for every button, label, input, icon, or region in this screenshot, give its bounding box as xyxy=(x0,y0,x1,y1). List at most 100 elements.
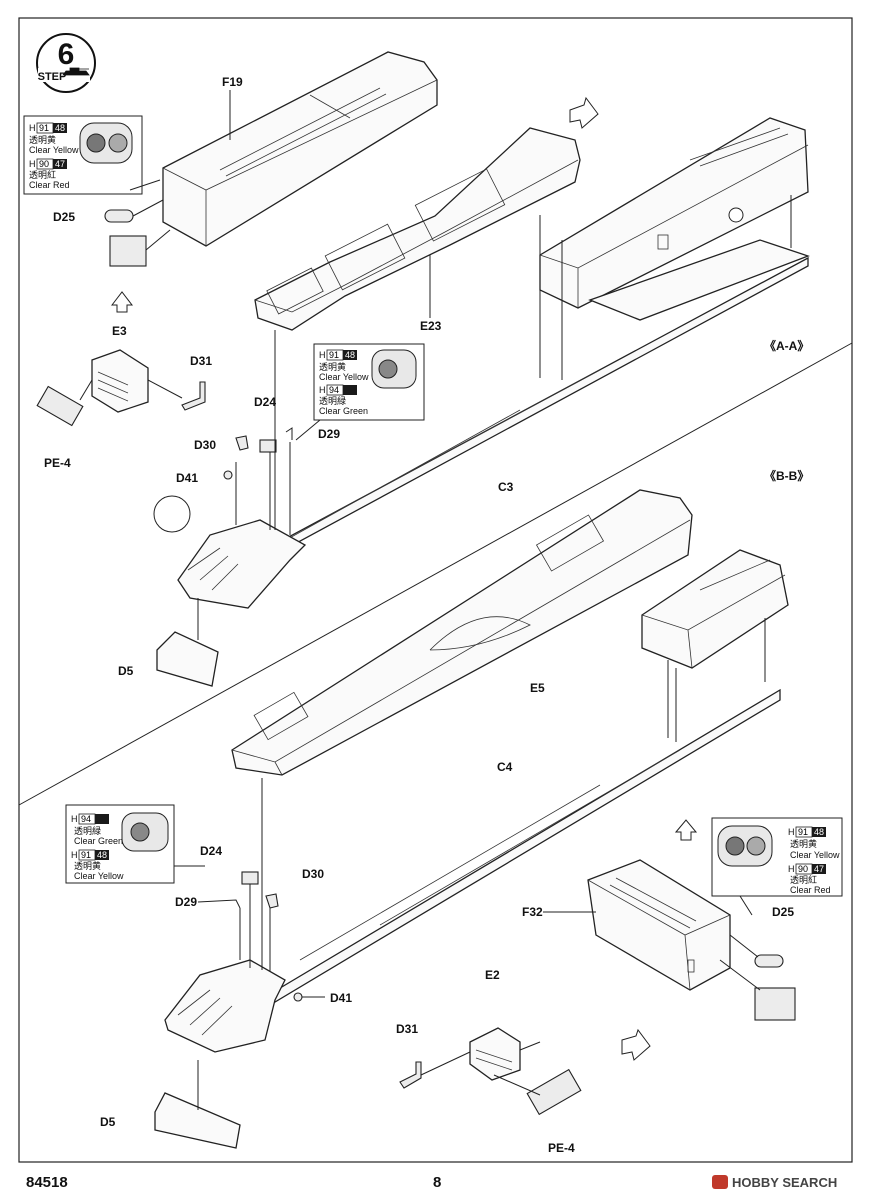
part-E23 xyxy=(254,127,581,331)
bl-1-en: Clear Yellow xyxy=(74,871,124,881)
label-D29-bottom: D29 xyxy=(175,895,197,909)
label-D31-top: D31 xyxy=(190,354,212,368)
part-rear-light-top xyxy=(109,235,147,267)
part-PE4-bottom xyxy=(526,1068,582,1116)
part-front-cab-bottom xyxy=(164,959,286,1053)
tl-1-chip: 47 xyxy=(55,159,65,169)
bl-0-en: Clear Green xyxy=(74,836,123,846)
br-0-code: H xyxy=(788,827,795,837)
tl-0-code: H xyxy=(29,123,36,133)
direction-arrow-4 xyxy=(621,1028,651,1061)
label-D30-bottom: D30 xyxy=(302,867,324,881)
part-front-cab-top xyxy=(177,519,307,609)
tl-0-chip: 48 xyxy=(55,123,65,133)
part-D24-top xyxy=(259,439,277,453)
part-floor-plate-top xyxy=(588,239,810,321)
tl-1-jp: 透明紅 xyxy=(29,170,56,180)
br-1-jp: 透明紅 xyxy=(790,875,817,885)
part-E2 xyxy=(469,1027,521,1081)
label-C3: C3 xyxy=(498,480,514,494)
leader-lines-top xyxy=(79,195,792,640)
part-D41-top xyxy=(223,470,233,480)
section-title-BB: 《B-B》 xyxy=(764,468,809,483)
label-C4: C4 xyxy=(497,760,513,774)
mid-1-en: Clear Green xyxy=(319,406,368,416)
label-D24-bottom: D24 xyxy=(200,844,222,858)
label-F32: F32 xyxy=(522,905,543,919)
step-number: 6 xyxy=(58,38,75,71)
label-D41-bottom: D41 xyxy=(330,991,352,1005)
tl-1-en: Clear Red xyxy=(29,180,70,190)
mid-1-code: H xyxy=(319,385,326,395)
label-D25-top: D25 xyxy=(53,210,75,224)
label-E5: E5 xyxy=(530,681,545,695)
label-F19: F19 xyxy=(222,75,243,89)
part-PE4-top xyxy=(36,385,84,427)
label-PE4-top: PE-4 xyxy=(44,456,71,470)
mid-0-num: 91 xyxy=(329,350,339,360)
label-D41-top: D41 xyxy=(176,471,198,485)
detail-magnifier xyxy=(153,495,191,533)
part-D25-bottom xyxy=(754,954,784,968)
part-D30-top xyxy=(235,435,249,451)
bl-1-code: H xyxy=(71,850,78,860)
part-E3 xyxy=(91,349,149,413)
br-1-chip: 47 xyxy=(814,864,824,874)
mid-0-code: H xyxy=(319,350,326,360)
bl-0-jp: 透明緑 xyxy=(74,825,101,836)
label-E23: E23 xyxy=(420,319,442,333)
br-1-code: H xyxy=(788,864,795,874)
part-D31-top xyxy=(181,381,206,411)
mid-1-num: 94 xyxy=(329,385,339,395)
br-0-num: 91 xyxy=(798,827,808,837)
label-D31-bottom: D31 xyxy=(396,1022,418,1036)
br-0-chip: 48 xyxy=(814,827,824,837)
callout-mid xyxy=(295,343,425,441)
tank-icon xyxy=(62,67,90,76)
part-D5-top xyxy=(156,631,219,687)
section-title-AA: 《A-A》 xyxy=(764,338,809,353)
tl-0-num: 91 xyxy=(39,123,49,133)
part-D30-bottom xyxy=(265,893,279,909)
label-PE4-bottom: PE-4 xyxy=(548,1141,575,1155)
part-D31-bottom xyxy=(399,1061,422,1089)
bl-0-num: 94 xyxy=(81,814,91,824)
part-D29-bottom xyxy=(197,899,241,909)
callout-bottom-right xyxy=(711,817,843,916)
label-D29-top: D29 xyxy=(318,427,340,441)
label-D30-top: D30 xyxy=(194,438,216,452)
bl-0-code: H xyxy=(71,814,78,824)
part-D29-top xyxy=(285,427,293,440)
step-badge: 6 STEP xyxy=(36,33,96,93)
br-1-en: Clear Red xyxy=(790,885,831,895)
direction-arrow-3 xyxy=(674,819,698,841)
tl-0-jp: 透明黄 xyxy=(29,134,56,145)
watermark-text: HOBBY SEARCH xyxy=(732,1175,837,1190)
step-label: STEP xyxy=(38,71,67,83)
page-frame xyxy=(18,17,853,1163)
br-0-jp: 透明黄 xyxy=(790,838,817,849)
br-1-num: 90 xyxy=(798,864,808,874)
callout-top-left xyxy=(23,115,161,195)
label-D25-bottom: D25 xyxy=(772,905,794,919)
mid-0-en: Clear Yellow xyxy=(319,372,369,382)
part-F32 xyxy=(587,859,731,991)
part-E5 xyxy=(231,489,693,776)
mid-0-chip: 48 xyxy=(345,350,355,360)
kit-number: 84518 xyxy=(26,1174,68,1191)
part-rear-light-bottom xyxy=(754,987,796,1021)
part-D24-bottom xyxy=(241,871,259,885)
part-F19 xyxy=(162,51,438,247)
direction-arrow-2 xyxy=(569,96,599,129)
bl-1-jp: 透明黄 xyxy=(74,860,101,871)
bl-1-chip: 48 xyxy=(97,850,107,860)
mid-0-jp: 透明黄 xyxy=(319,361,346,372)
label-E3: E3 xyxy=(112,324,127,338)
label-D24-top: D24 xyxy=(254,395,276,409)
bl-1-num: 91 xyxy=(81,850,91,860)
direction-arrow-1 xyxy=(110,291,134,313)
part-D25-top xyxy=(104,209,134,223)
leader-lines-bottom xyxy=(197,660,761,1110)
label-D5-top: D5 xyxy=(118,664,134,678)
